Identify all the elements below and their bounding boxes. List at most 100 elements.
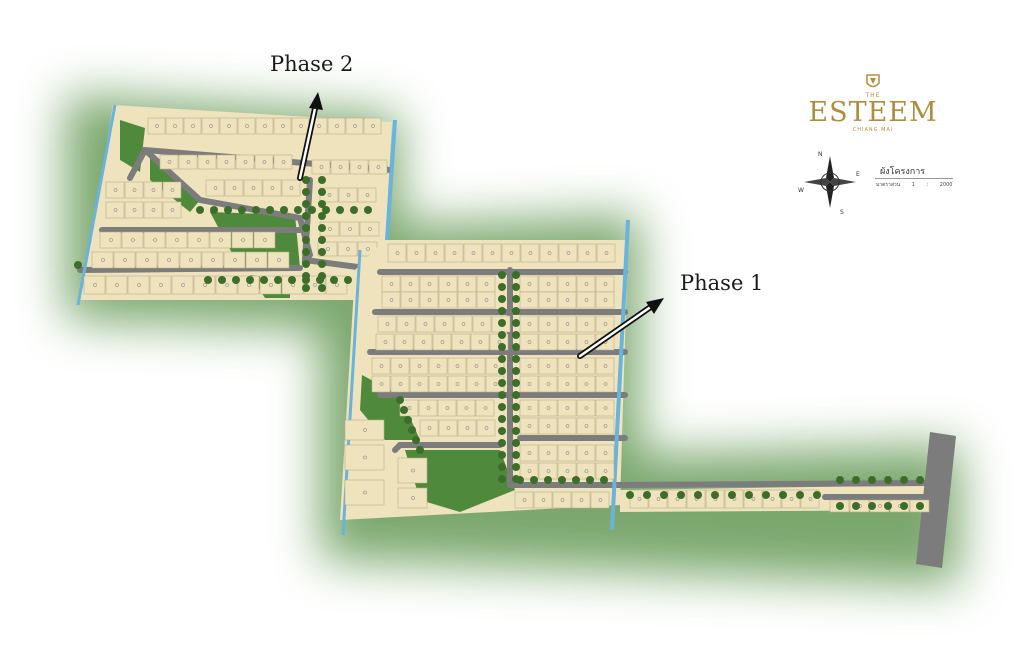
legend-divider	[875, 178, 953, 179]
tree	[246, 276, 254, 284]
plot-marker	[224, 160, 229, 164]
plot-marker	[603, 451, 608, 455]
plot-marker	[328, 227, 332, 231]
tree	[302, 224, 310, 232]
plot-lot	[127, 275, 150, 295]
plot-lot	[327, 117, 346, 135]
tree	[512, 271, 520, 279]
plot-marker	[446, 298, 451, 302]
plot-lot	[231, 231, 254, 249]
plot-marker	[411, 496, 415, 500]
plot-lot	[576, 315, 596, 333]
phase-2-canal-west	[76, 104, 117, 306]
plot-lot	[397, 487, 428, 509]
plot-marker	[546, 282, 551, 286]
plot-lot	[595, 291, 615, 309]
plot-marker	[363, 428, 367, 432]
plot-lot	[253, 231, 276, 249]
plot-marker	[565, 298, 570, 302]
plot-marker	[603, 406, 608, 410]
tree	[302, 248, 310, 256]
tree	[224, 206, 232, 214]
plot-marker	[398, 382, 403, 386]
plot-lot	[438, 419, 458, 437]
plot-lot	[576, 399, 596, 417]
plot-lot	[538, 375, 558, 393]
plot-lot	[595, 275, 615, 293]
plot-marker	[497, 340, 502, 344]
plot-marker	[547, 251, 552, 255]
plot-marker	[436, 382, 441, 386]
plot-lot	[255, 117, 274, 135]
plot-marker	[137, 283, 141, 287]
plot-marker	[113, 208, 118, 212]
plot-lot	[466, 357, 486, 375]
plot-marker	[603, 424, 608, 428]
plot-lot	[557, 417, 577, 435]
plot-lot	[415, 315, 435, 333]
tree	[408, 426, 416, 434]
phase-1-arrow	[577, 298, 664, 359]
plot-lot	[472, 315, 492, 333]
plot-marker	[584, 298, 589, 302]
plot-marker	[455, 382, 460, 386]
plot-marker	[281, 160, 286, 164]
plot-lot	[349, 159, 369, 175]
plot-marker	[770, 497, 775, 501]
plot-lot	[519, 462, 539, 480]
plot-lot	[183, 117, 202, 135]
plot-marker	[675, 497, 680, 501]
plot-marker	[603, 322, 608, 326]
plot-lot	[124, 181, 144, 199]
plot-marker	[527, 364, 532, 368]
tree	[586, 476, 594, 484]
plot-lot	[425, 243, 445, 263]
tree	[512, 463, 520, 471]
plot-marker	[281, 124, 285, 128]
tree	[344, 276, 352, 284]
plot-marker	[584, 469, 589, 473]
legend-scale: มาตราส่วน 1 : 2000	[876, 181, 953, 189]
plot-lot	[223, 251, 246, 269]
plot-lot	[595, 375, 615, 393]
tree	[868, 502, 876, 510]
plot-lot	[538, 399, 558, 417]
plot-lot	[457, 275, 477, 293]
plot-marker	[584, 282, 589, 286]
plot-lot	[533, 491, 553, 509]
tree	[322, 206, 330, 214]
plot-marker	[233, 258, 237, 262]
tree	[498, 331, 506, 339]
plot-marker	[604, 251, 609, 255]
plot-marker	[186, 160, 191, 164]
plot-lot	[557, 291, 577, 309]
plot-marker	[527, 469, 532, 473]
plot-marker	[427, 426, 432, 430]
tree	[318, 200, 326, 208]
plot-lot	[576, 375, 596, 393]
plot-lot	[595, 399, 615, 417]
plot-marker	[357, 165, 362, 169]
plot-lot	[337, 241, 358, 257]
plot-lot	[557, 399, 577, 417]
plot-marker	[232, 186, 237, 190]
plot-lot	[330, 159, 350, 175]
plot-marker	[132, 208, 137, 212]
plot-lot	[165, 231, 188, 249]
plot-lot	[432, 333, 452, 351]
tree	[498, 463, 506, 471]
plot-marker	[426, 406, 431, 410]
plot-marker	[243, 160, 248, 164]
plot-marker	[421, 340, 426, 344]
tree	[498, 427, 506, 435]
plot-lot	[371, 357, 391, 375]
plot-lot	[576, 444, 596, 462]
plot-marker	[546, 382, 551, 386]
plot-marker	[371, 124, 375, 128]
plot-marker	[480, 322, 485, 326]
plot-marker	[546, 364, 551, 368]
plot-lot	[557, 375, 577, 393]
plot-lot	[187, 231, 210, 249]
plot-lot	[387, 243, 407, 263]
legend-scale-value: 1 : 2000	[911, 182, 953, 188]
